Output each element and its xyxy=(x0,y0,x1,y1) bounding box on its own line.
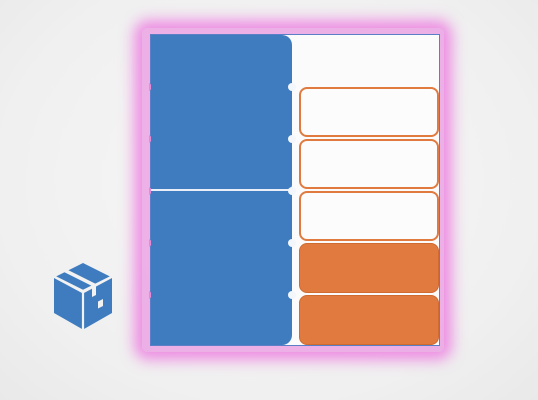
storage-container[interactable] xyxy=(149,34,440,346)
block-notch xyxy=(288,291,296,299)
blue-block-top[interactable] xyxy=(151,35,292,189)
package-cube-icon xyxy=(52,261,114,331)
slot-2[interactable] xyxy=(299,87,439,137)
blue-block-bottom[interactable] xyxy=(151,191,292,345)
block-notch xyxy=(288,239,296,247)
slot-6[interactable] xyxy=(299,295,439,345)
slot-4[interactable] xyxy=(299,191,439,241)
block-notch xyxy=(288,135,296,143)
block-notch xyxy=(288,187,296,195)
slot-3[interactable] xyxy=(299,139,439,189)
block-divider xyxy=(151,189,292,191)
block-notch xyxy=(288,83,296,91)
slot-5[interactable] xyxy=(299,243,439,293)
slot-1[interactable] xyxy=(299,37,439,87)
